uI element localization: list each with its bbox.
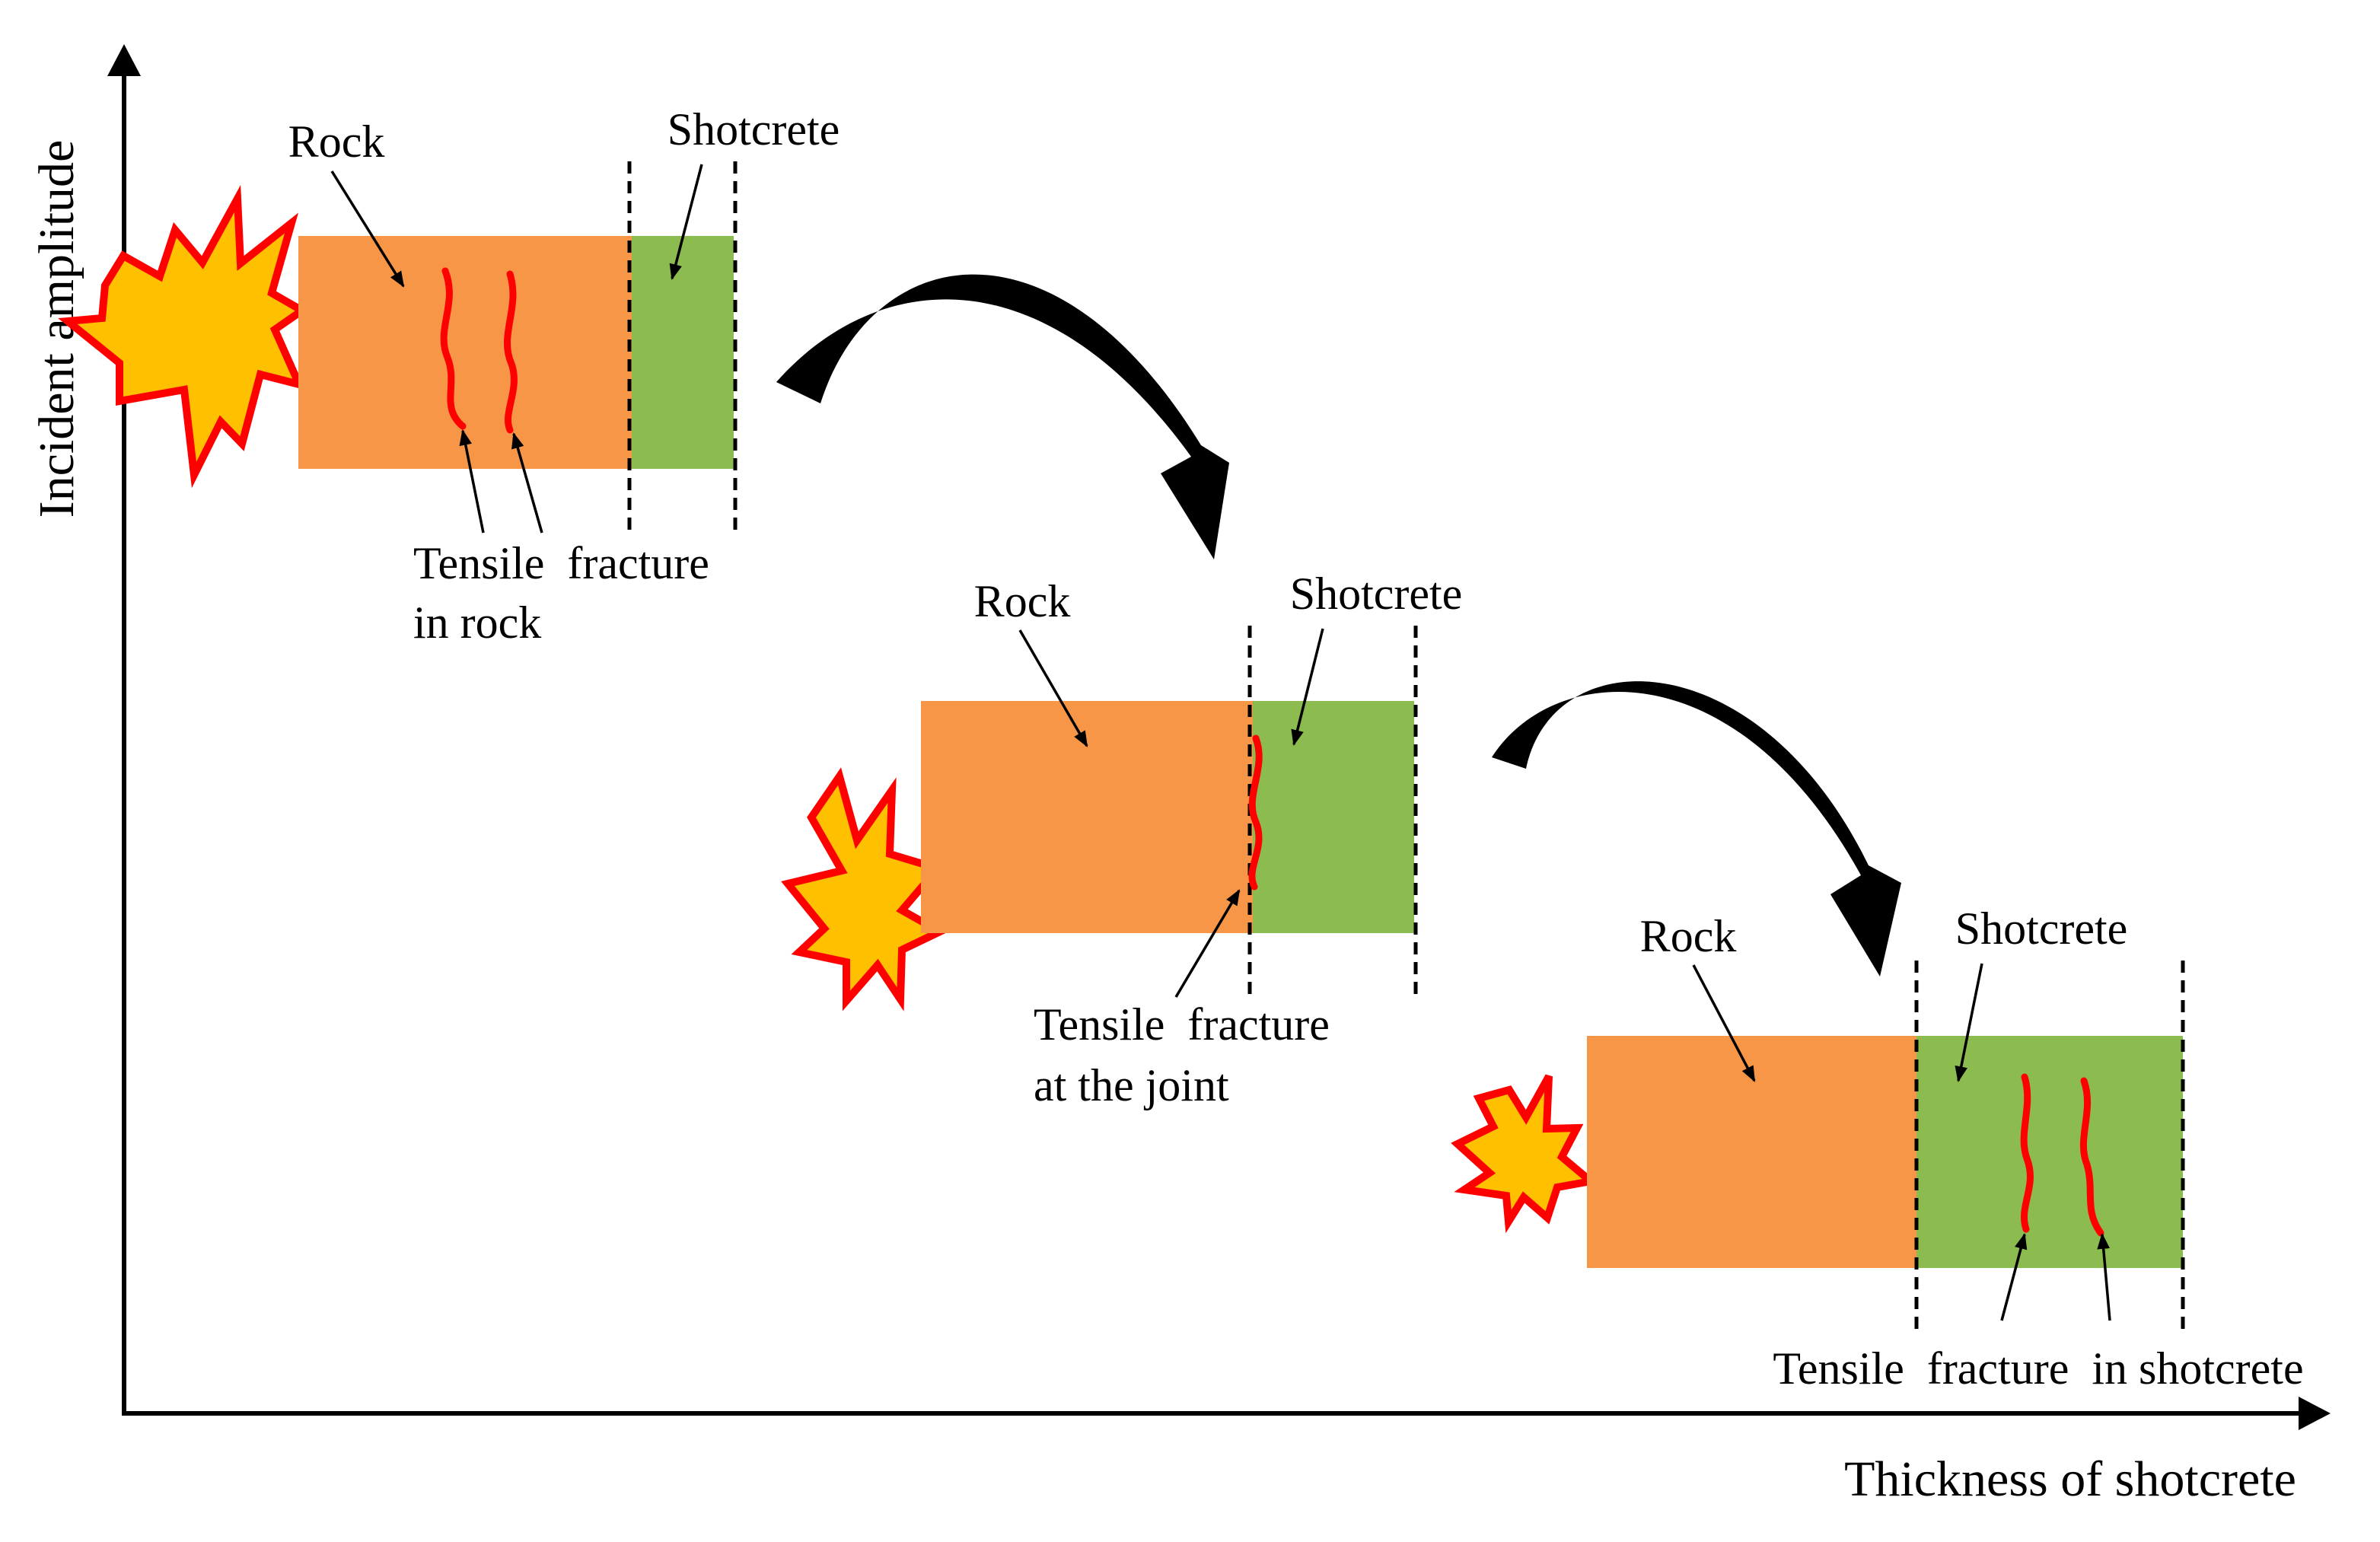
shotcrete-layer [632, 236, 734, 469]
stage-3: Rock Shotcrete Tensile fracture in shotc… [1451, 903, 2304, 1394]
explosion-icon [1451, 1074, 1600, 1234]
fracture-pointer [2000, 1232, 2028, 1321]
fracture-label-line2: in rock [413, 597, 541, 648]
explosion-icon [781, 767, 948, 1012]
fracture-line [2079, 1077, 2104, 1237]
fracture-line [440, 267, 467, 430]
rock-block [921, 701, 1253, 933]
rock-label: Rock [1640, 911, 1737, 961]
x-axis [122, 1397, 2331, 1430]
shotcrete-pointer [1955, 963, 1983, 1083]
stage-2: Rock Shotcrete Tensile fracture at the j… [781, 569, 1463, 1110]
shotcrete-label: Shotcrete [1955, 903, 2128, 954]
fracture-pointer [459, 429, 485, 534]
shotcrete-layer [1916, 1036, 2183, 1268]
fracture-label: Tensile fracture [413, 538, 709, 588]
shotcrete-pointer [1291, 628, 1324, 747]
fracture-pointer [1174, 889, 1241, 998]
shotcrete-label: Shotcrete [667, 104, 840, 155]
shotcrete-label: Shotcrete [1290, 569, 1463, 619]
x-axis-arrowhead [2299, 1397, 2331, 1430]
shotcrete-layer [1253, 701, 1414, 933]
fracture-pointer [2097, 1232, 2111, 1321]
y-axis-arrowhead [107, 44, 141, 76]
rock-pointer [1018, 629, 1088, 747]
fracture-line [503, 270, 518, 434]
fracture-label: Tensile fracture [1034, 999, 1330, 1050]
fracture-line [1248, 734, 1263, 890]
stage-1: Rock Shotcrete Tensile fracture in rock [58, 104, 840, 648]
fracture-label: Tensile fracture in shotcrete [1773, 1343, 2303, 1394]
rock-pointer [330, 170, 405, 288]
rock-block [298, 236, 632, 469]
rock-block [1587, 1036, 1916, 1268]
shotcrete-pointer [669, 164, 703, 281]
x-axis-label: Thickness of shotcrete [1844, 1451, 2296, 1507]
rock-pointer [1692, 964, 1756, 1082]
fracture-line [2020, 1073, 2034, 1233]
transition-arrow [776, 274, 1229, 559]
fracture-pointer [511, 432, 543, 534]
rock-label: Rock [288, 116, 385, 167]
y-axis [107, 44, 141, 1416]
explosion-icon [58, 184, 310, 489]
fracture-label-line2: at the joint [1034, 1060, 1229, 1110]
rock-label: Rock [974, 576, 1071, 626]
